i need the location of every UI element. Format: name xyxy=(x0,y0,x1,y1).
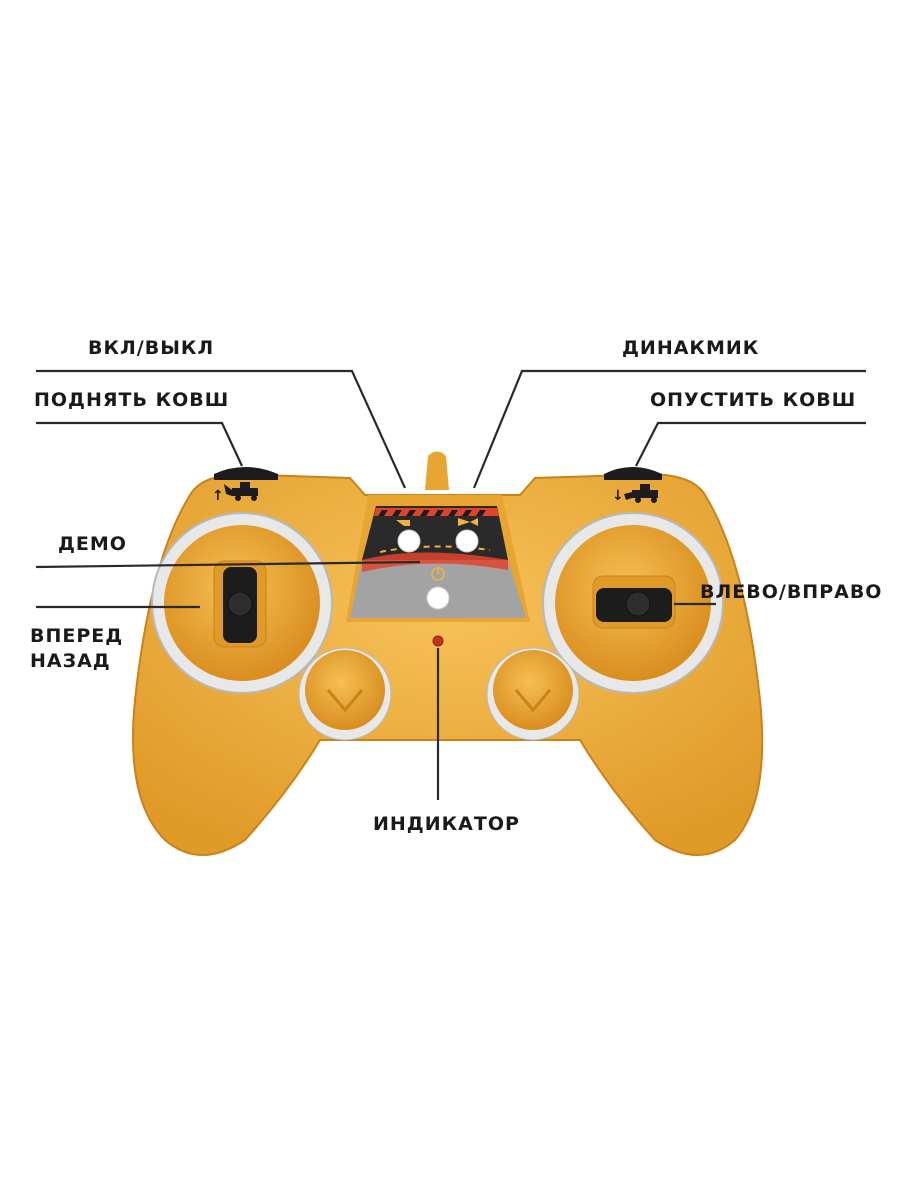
up-arrow-icon: ↑ xyxy=(212,488,224,504)
indicator-led xyxy=(432,635,444,647)
power-label: ВКЛ/ВЫКЛ xyxy=(88,337,215,359)
horn-icon xyxy=(458,518,478,526)
loader-arm-icon xyxy=(396,520,410,526)
down-arrow-icon: ↓ xyxy=(612,488,624,504)
loader-icon xyxy=(624,484,658,503)
speaker-label: ДИНАКМИК xyxy=(622,337,760,359)
lower-bucket-shoulder-button[interactable] xyxy=(604,467,662,480)
power-button[interactable] xyxy=(426,586,450,610)
raise-bucket-label: ПОДНЯТЬ КОВШ xyxy=(34,389,230,411)
callout-lines xyxy=(35,369,866,800)
left-knob[interactable] xyxy=(305,650,385,730)
demo-label: ДЕМО xyxy=(58,533,127,555)
left-right-label: ВЛЕВО/ВПРАВО xyxy=(700,581,883,603)
speaker-button[interactable] xyxy=(455,529,479,553)
forward-label: ВПЕРЕД xyxy=(30,625,124,647)
demo-button[interactable] xyxy=(397,529,421,553)
power-icon xyxy=(431,566,445,581)
loader-icon xyxy=(224,482,258,501)
forward-backward-label: ВПЕРЕД НАЗАД xyxy=(30,624,123,673)
raise-bucket-shoulder-button[interactable] xyxy=(214,467,278,480)
right-knob[interactable] xyxy=(493,650,573,730)
lower-bucket-label: ОПУСТИТЬ КОВШ xyxy=(650,389,857,411)
indicator-label: ИНДИКАТОР xyxy=(373,813,520,835)
backward-label: НАЗАД xyxy=(30,649,111,672)
antenna xyxy=(425,451,449,490)
